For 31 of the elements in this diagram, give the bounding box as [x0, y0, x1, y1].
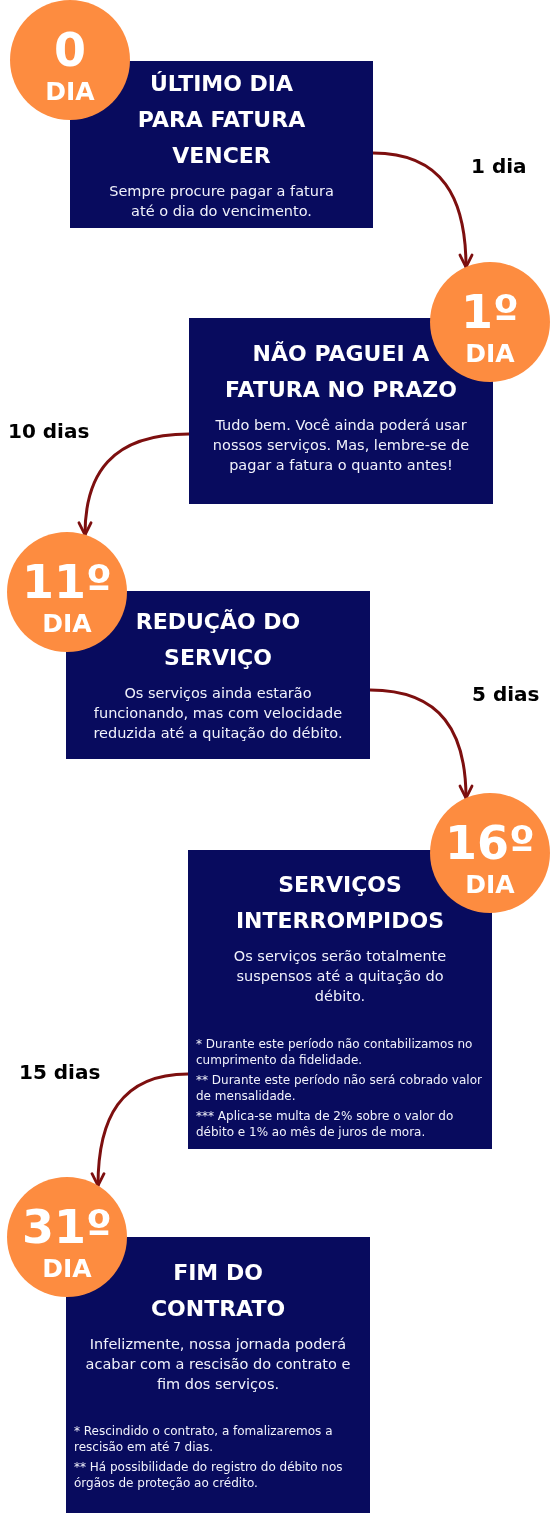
step-title: ÚLTIMO DIA PARA FATURA VENCER — [136, 70, 307, 170]
edge-label: 10 dias — [8, 418, 90, 445]
curved-arrow — [90, 1072, 190, 1188]
day-label: DIA — [42, 610, 92, 636]
footnote: *** Aplica-se multa de 2% sobre o valor do débito e 1% ao mês de juros de mora. — [196, 1109, 455, 1140]
footnote: ** Há possibilidade do registro do débito nos órgãos de proteção ao crédito. — [74, 1460, 344, 1491]
edge-label: 15 dias — [19, 1059, 101, 1086]
day-label: DIA — [45, 78, 95, 104]
step-description: Os serviços ainda estarão funcionando, mas com velocidade reduzida até a quitação do débito. — [92, 684, 344, 743]
footnote: ** Durante este período não será cobrado valor de mensalidade. — [196, 1073, 483, 1104]
day-number: 1º — [461, 288, 519, 335]
footnote: * Durante este período não contabilizamos no cumprimento da fidelidade. — [196, 1037, 474, 1068]
step-description: Sempre procure pagar a fatura até o dia do vencimento. — [108, 182, 335, 221]
day-label: DIA — [465, 340, 515, 366]
day-label: DIA — [465, 871, 515, 897]
step-title: NÃO PAGUEI A FATURA NO PRAZO — [224, 340, 458, 404]
day-number: 31º — [22, 1203, 112, 1250]
day-number: 0 — [54, 26, 86, 73]
curved-arrow — [78, 432, 191, 537]
step-description: Infelizmente, nossa jornada poderá acabar com a rescisão do contrato e fim dos serviços. — [84, 1335, 352, 1394]
step-description: Tudo bem. Você ainda poderá usar nossos serviços. Mas, lembre-se de pagar a fatura o quanto antes! — [211, 416, 471, 475]
footnote: * Rescindido o contrato, a fomalizaremos a rescisão em até 7 dias. — [74, 1424, 334, 1455]
step-description: Os serviços serão totalmente suspensos até a quitação do débito. — [232, 947, 448, 1006]
step-title: FIM DO CONTRATO — [149, 1259, 287, 1323]
edge-label: 5 dias — [472, 681, 540, 708]
day-label: DIA — [42, 1255, 92, 1281]
edge-label: 1 dia — [471, 153, 527, 180]
day-number: 16º — [445, 819, 535, 866]
step-title: SERVIÇOS INTERROMPIDOS — [234, 871, 446, 935]
step-title: REDUÇÃO DO SERVIÇO — [134, 608, 302, 672]
day-number: 11º — [22, 558, 112, 605]
